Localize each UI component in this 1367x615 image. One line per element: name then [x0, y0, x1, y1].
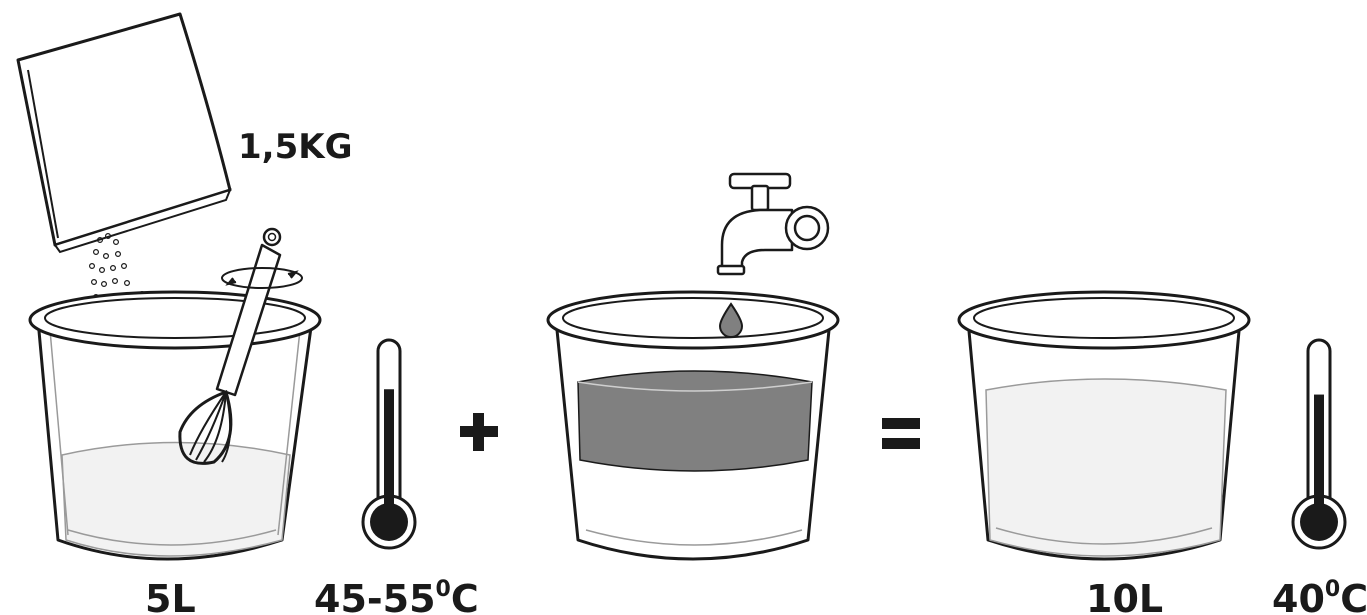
water-tap-icon — [718, 174, 828, 274]
temperature-label-right: 400C — [1272, 577, 1367, 615]
thermometer-icon — [363, 340, 415, 548]
temp-right-degree: 0 — [1325, 577, 1340, 602]
temp-right-unit: C — [1340, 577, 1367, 615]
temp-left-unit: C — [451, 577, 479, 615]
plus-operator — [460, 413, 498, 451]
temperature-label-left: 45-550C — [314, 577, 479, 615]
powder-bag-icon — [18, 14, 230, 252]
weight-label: 1,5KG — [238, 127, 352, 167]
volume-label-10l: 10L — [1086, 577, 1163, 615]
bucket-icon — [30, 292, 320, 559]
thermometer-icon — [1293, 340, 1345, 548]
temp-right-value: 40 — [1272, 577, 1325, 615]
bucket-icon — [959, 292, 1249, 559]
temp-left-degree: 0 — [436, 577, 451, 602]
bucket-icon — [548, 292, 838, 559]
volume-label-5l: 5L — [145, 577, 196, 615]
equals-operator — [882, 418, 920, 449]
temp-left-value: 45-55 — [314, 577, 436, 615]
